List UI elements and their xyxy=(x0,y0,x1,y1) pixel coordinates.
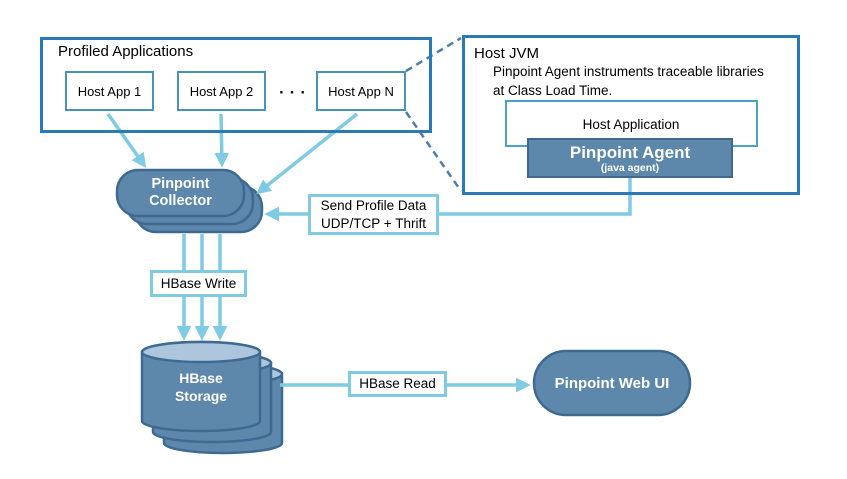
pinpoint-web-ui-node xyxy=(532,349,692,417)
dashed-connector-bottom xyxy=(404,111,463,192)
hbase-read-label: HBase Read xyxy=(359,376,436,391)
host-jvm-box xyxy=(462,35,800,195)
profiled-applications-box xyxy=(40,37,432,133)
arrow-hostappn-to-collector xyxy=(256,112,359,195)
hbase-read-box: HBase Read xyxy=(348,371,447,397)
hbase-storage-label: HBase Storage xyxy=(174,370,228,404)
ellipsis-label: ··· xyxy=(279,83,311,102)
send-profile-data-line1: Send Profile Data xyxy=(320,197,427,213)
host-app-2-box: Host App 2 xyxy=(177,71,266,111)
pinpoint-agent-sublabel: (java agent) xyxy=(600,161,660,174)
arrow-hostapp2-to-collector xyxy=(214,113,230,168)
host-app-1-label: Host App 1 xyxy=(77,83,142,99)
profiled-applications-title: Profiled Applications xyxy=(58,43,194,60)
host-application-label: Host Application xyxy=(582,117,680,132)
hbase-write-label: HBase Write xyxy=(160,275,237,291)
dashed-connector-top xyxy=(405,36,462,73)
send-profile-data-line2: UDP/TCP + Thrift xyxy=(321,215,426,231)
pinpoint-collector-node xyxy=(115,168,264,234)
host-app-n-box: Host App N xyxy=(316,71,406,111)
hbase-write-box: HBase Write xyxy=(150,270,247,297)
host-app-1-box: Host App 1 xyxy=(65,71,154,111)
hbase-storage-node xyxy=(140,340,284,455)
host-jvm-description-line2: at Class Load Time. xyxy=(493,83,613,98)
host-jvm-description-line1: Pinpoint Agent instruments traceable lib… xyxy=(493,64,764,79)
send-profile-data-box: Send Profile Data UDP/TCP + Thrift xyxy=(308,194,439,235)
pinpoint-collector-label: Pinpoint Collector xyxy=(149,176,212,209)
host-app-2-label: Host App 2 xyxy=(189,83,254,99)
pinpoint-web-ui-label: Pinpoint Web UI xyxy=(554,374,670,392)
arrow-hostapp1-to-collector xyxy=(106,112,147,169)
pinpoint-agent-label: Pinpoint Agent xyxy=(569,142,691,162)
pinpoint-agent-box: Pinpoint Agent (java agent) xyxy=(527,138,733,178)
host-jvm-title: Host JVM xyxy=(474,45,540,62)
host-app-n-label: Host App N xyxy=(328,83,394,99)
